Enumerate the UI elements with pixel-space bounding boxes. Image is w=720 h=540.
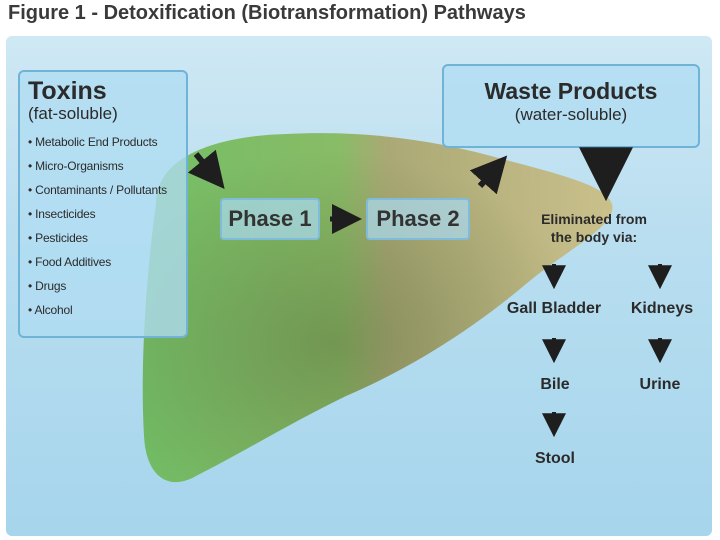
waste-products-box: Waste Products (water-soluble) — [442, 64, 700, 148]
waste-subtitle: (water-soluble) — [514, 105, 628, 124]
eliminated-line-2: the body via: — [550, 229, 638, 245]
gall-bladder-label: Gall Bladder — [506, 300, 602, 317]
list-item: Metabolic End Products — [28, 130, 178, 154]
list-item: Food Additives — [28, 250, 178, 274]
diagram-panel: Toxins (fat-soluble) Metabolic End Produ… — [6, 36, 712, 536]
figure-title: Figure 1 - Detoxification (Biotransforma… — [8, 2, 526, 24]
list-item: Drugs — [28, 274, 178, 298]
stool-label: Stool — [535, 450, 575, 467]
phase-1-box: Phase 1 — [220, 198, 320, 240]
bile-label: Bile — [540, 376, 570, 393]
list-item: Insecticides — [28, 202, 178, 226]
list-item: Alcohol — [28, 298, 178, 322]
list-item: Contaminants / Pollutants — [28, 178, 178, 202]
toxins-box: Toxins (fat-soluble) Metabolic End Produ… — [18, 70, 188, 338]
toxins-list: Metabolic End Products Micro-Organisms C… — [28, 130, 178, 322]
eliminated-line-1: Eliminated from — [541, 211, 647, 227]
urine-label: Urine — [639, 376, 681, 393]
arrow-phase2-to-waste — [469, 155, 508, 195]
kidneys-label: Kidneys — [630, 300, 694, 317]
list-item: Micro-Organisms — [28, 154, 178, 178]
toxins-subtitle: (fat-soluble) — [28, 104, 118, 123]
list-item: Pesticides — [28, 226, 178, 250]
arrow-toxins-to-phase1 — [187, 149, 225, 190]
phase-2-box: Phase 2 — [366, 198, 470, 240]
waste-title: Waste Products — [484, 78, 658, 104]
eliminated-label: Eliminated from the body via: — [506, 210, 682, 246]
flow-arrows — [187, 147, 672, 438]
toxins-title: Toxins — [28, 77, 107, 105]
